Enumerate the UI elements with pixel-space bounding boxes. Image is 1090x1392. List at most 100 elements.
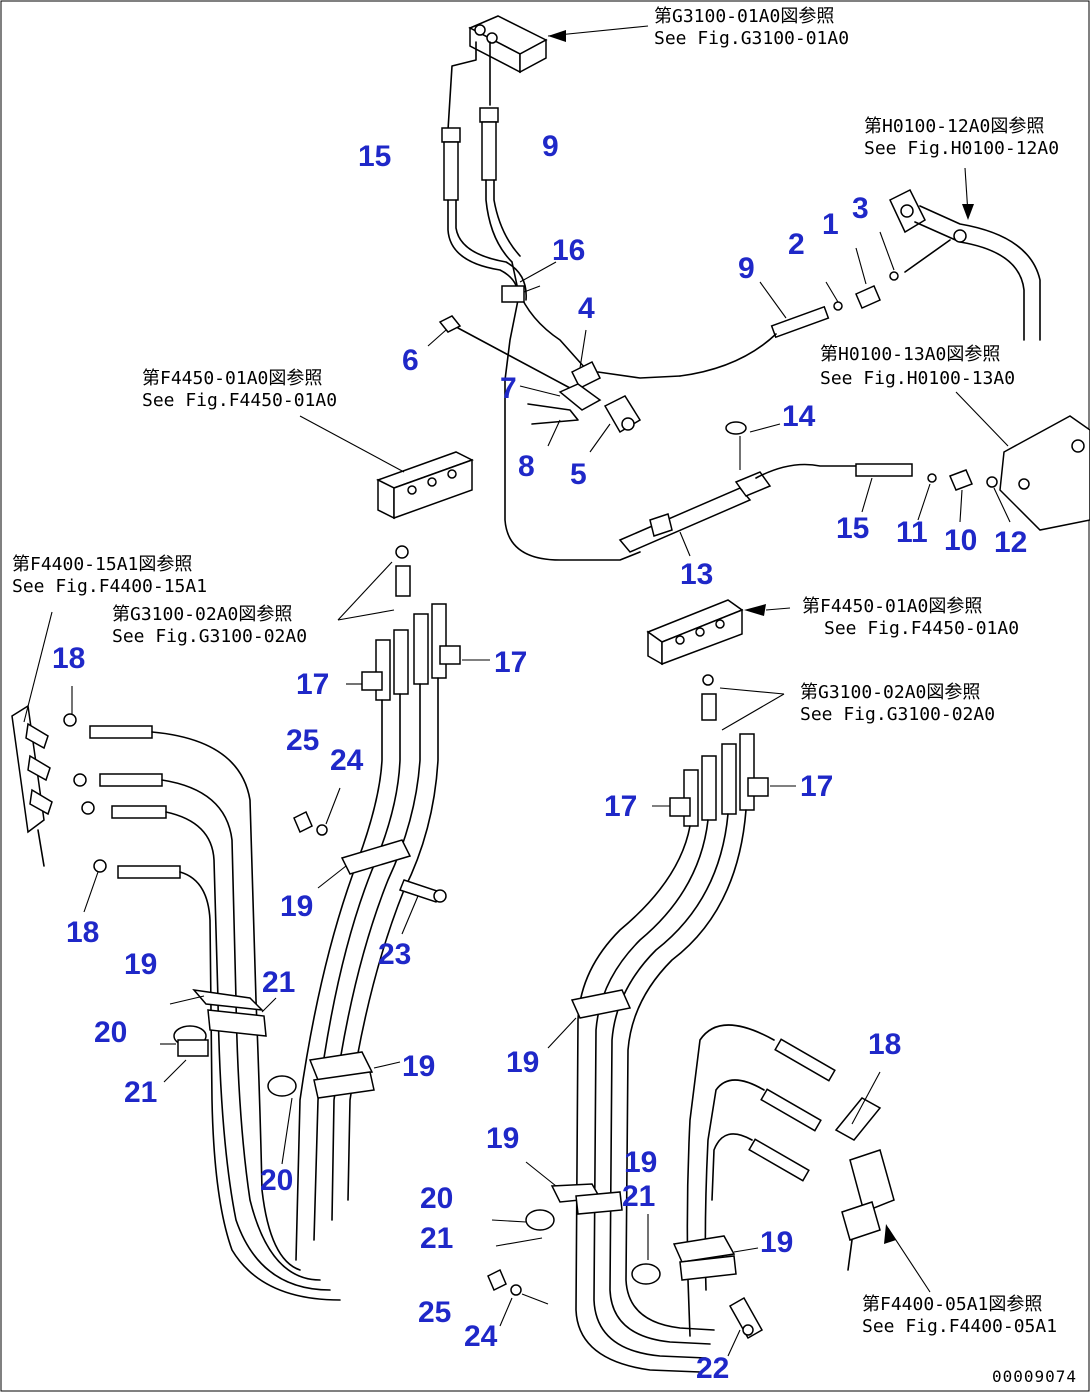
- elbow-10: [949, 469, 973, 491]
- bolt-22: [728, 1296, 764, 1340]
- o-ring-3: [889, 271, 899, 281]
- part-number-23: 23: [378, 938, 411, 971]
- leader-16: [519, 261, 557, 283]
- leader-10: [959, 489, 963, 523]
- ref-h0100-12a0-jp: 第H0100-12A0図参照: [864, 116, 1044, 137]
- figure-code: 00009074: [992, 1367, 1077, 1386]
- hose-9-right: [679, 305, 830, 377]
- part-number-19: 19: [624, 1146, 657, 1179]
- leader-20b: [281, 1097, 293, 1165]
- leader-19c: [373, 1061, 401, 1069]
- clamp-19-right-lower: [631, 1235, 737, 1285]
- ref-g3100-02a0-right-jp: 第G3100-02A0図参照: [800, 682, 980, 703]
- part-number-7: 7: [500, 372, 517, 405]
- leader-4: [579, 329, 587, 369]
- part-number-21: 21: [124, 1076, 157, 1109]
- part-number-15: 15: [836, 512, 869, 545]
- washer-24-right: [510, 1284, 549, 1305]
- nut-25-right: [487, 1268, 507, 1292]
- housing-h0100-13a0: [999, 415, 1090, 531]
- elbow-1: [855, 285, 881, 309]
- hoses-left-long: [89, 725, 341, 1301]
- clamp-19-left-mid: [192, 988, 267, 1037]
- ref-h0100-13a0-jp: 第H0100-13A0図参照: [820, 344, 1000, 365]
- part-number-18: 18: [66, 916, 99, 949]
- part-number-14: 14: [782, 400, 816, 433]
- leader-19d: [547, 1017, 577, 1049]
- hose-15-upper: [441, 41, 641, 561]
- tube-13: [618, 463, 857, 553]
- ref-f4450-left-jp: 第F4450-01A0図参照: [142, 368, 322, 389]
- ref-f4400-15a1-en: See Fig.F4400-15A1: [12, 576, 207, 597]
- manifold-f4450-right: [646, 599, 744, 666]
- ref-f4450-left-en: See Fig.F4450-01A0: [142, 390, 337, 411]
- part-number-19: 19: [402, 1050, 435, 1083]
- leader-8: [547, 419, 561, 447]
- part-number-12: 12: [994, 526, 1027, 559]
- o-ring-12: [986, 476, 998, 488]
- part-number-22: 22: [696, 1352, 729, 1385]
- leader-6: [427, 329, 447, 347]
- leader-7: [519, 385, 561, 397]
- part-number-8: 8: [518, 450, 535, 483]
- part-number-24: 24: [330, 744, 364, 777]
- o-ring-11: [927, 473, 937, 483]
- washer-24-left: [316, 824, 328, 836]
- part-number-21: 21: [420, 1222, 453, 1255]
- tee-fitting-4: [570, 360, 681, 390]
- hose-bundle-17-right: [575, 733, 769, 1373]
- leader-21c: [495, 1237, 543, 1247]
- part-number-4: 4: [578, 292, 595, 325]
- part-number-20: 20: [420, 1182, 453, 1215]
- leader-19a: [317, 865, 347, 889]
- leader-19e: [525, 1161, 557, 1187]
- leader-f4450-right: [765, 607, 791, 611]
- arrow-h0100-12a0: [962, 204, 974, 220]
- part-number-2: 2: [788, 228, 805, 261]
- part-number-3: 3: [852, 192, 869, 225]
- leader-f4400-15a1: [23, 611, 53, 723]
- ref-f4400-15a1-jp: 第F4400-15A1図参照: [12, 554, 192, 575]
- part-number-9: 9: [738, 252, 755, 285]
- part-number-18: 18: [868, 1028, 901, 1061]
- leader-13: [679, 531, 691, 557]
- arrow-f4450-right: [744, 604, 766, 616]
- part-number-17: 17: [494, 646, 527, 679]
- part-number-19: 19: [124, 948, 157, 981]
- part-number-16: 16: [552, 234, 585, 267]
- ref-g3100-01a0-jp: 第G3100-01A0図参照: [654, 6, 834, 27]
- leader-g3100-02a0-right-a: [719, 687, 785, 695]
- part-number-25: 25: [286, 724, 319, 757]
- leader-18b: [83, 871, 99, 913]
- leader-19f: [733, 1247, 759, 1253]
- clamp-20-left: [173, 1025, 209, 1057]
- arrow-g3100-01a0: [548, 30, 566, 42]
- leader-19b: [169, 995, 205, 1005]
- leader-21a: [163, 1059, 187, 1083]
- part-number-21: 21: [622, 1180, 655, 1213]
- block-7: [558, 383, 602, 411]
- manifold-f4450-left: [376, 451, 474, 520]
- leader-f4450-left: [299, 415, 405, 473]
- leader-22: [727, 1329, 741, 1357]
- part-number-10: 10: [944, 524, 977, 557]
- ref-h0100-13a0-en: See Fig.H0100-13A0: [820, 368, 1015, 389]
- bolt-14: [725, 421, 747, 470]
- ref-f4450-right-jp: 第F4450-01A0図参照: [802, 596, 982, 617]
- leader-23: [401, 895, 419, 935]
- ref-g3100-02a0-left-jp: 第G3100-02A0図参照: [112, 604, 292, 625]
- part-number-9: 9: [542, 130, 559, 163]
- part-number-5: 5: [570, 458, 587, 491]
- adapter-right: [701, 674, 717, 721]
- o-rings-18-left: [63, 713, 107, 873]
- clamp-19-left-lower: [308, 1051, 375, 1099]
- clamp-20-left-lower: [267, 1075, 297, 1097]
- hose-9-upper: [479, 41, 586, 369]
- part-number-17: 17: [800, 770, 833, 803]
- clamp-19-right-upper: [570, 989, 632, 1019]
- leader-11: [917, 483, 931, 521]
- part-number-1: 1: [822, 208, 839, 241]
- leader-24a: [325, 787, 341, 825]
- part-number-24: 24: [464, 1320, 498, 1353]
